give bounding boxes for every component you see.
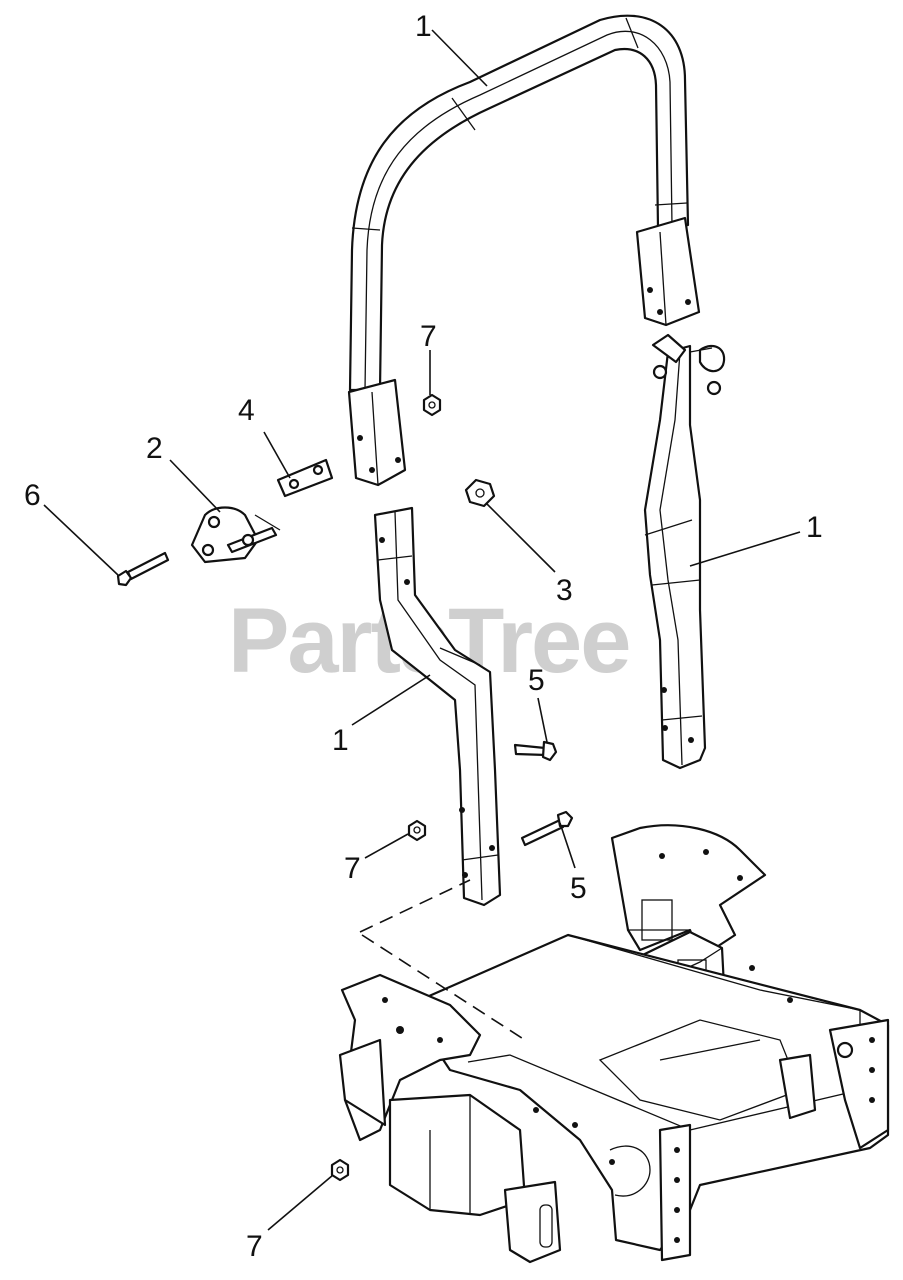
callout-6: 6 — [24, 479, 41, 512]
callout-5-lower: 5 — [570, 872, 587, 905]
nut-middle — [407, 819, 427, 842]
callout-2: 2 — [146, 432, 163, 465]
callout-1-right-leg: 1 — [806, 511, 823, 544]
callout-7-upper: 7 — [420, 320, 437, 353]
callout-1-left-leg: 1 — [332, 724, 349, 757]
callout-5-upper: 5 — [528, 664, 545, 697]
roll-bar-right-leg — [643, 333, 726, 770]
callout-7-middle: 7 — [344, 852, 361, 885]
roll-bar-upper-hoop — [347, 14, 701, 487]
callout-4: 4 — [238, 394, 255, 427]
bolt-upper — [513, 740, 558, 762]
bolt-long — [116, 551, 170, 587]
callout-labels: 1 7 4 2 6 3 1 5 1 7 5 7 — [24, 10, 823, 1263]
leader-lines — [43, 29, 801, 1231]
roll-bar-left-leg — [373, 506, 502, 907]
assembly-line-upper — [359, 879, 471, 933]
knob — [464, 478, 496, 508]
nut-upper — [422, 393, 442, 417]
assembly-line-lower — [361, 934, 526, 1041]
mower-frame — [338, 824, 890, 1264]
callout-1-hoop: 1 — [415, 10, 432, 43]
hinge-pin-assembly — [190, 506, 281, 564]
callout-3: 3 — [556, 574, 573, 607]
latch-bracket — [276, 458, 334, 498]
callout-7-lower: 7 — [246, 1230, 263, 1263]
nut-lower — [330, 1158, 350, 1182]
bolt-lower — [520, 810, 574, 847]
